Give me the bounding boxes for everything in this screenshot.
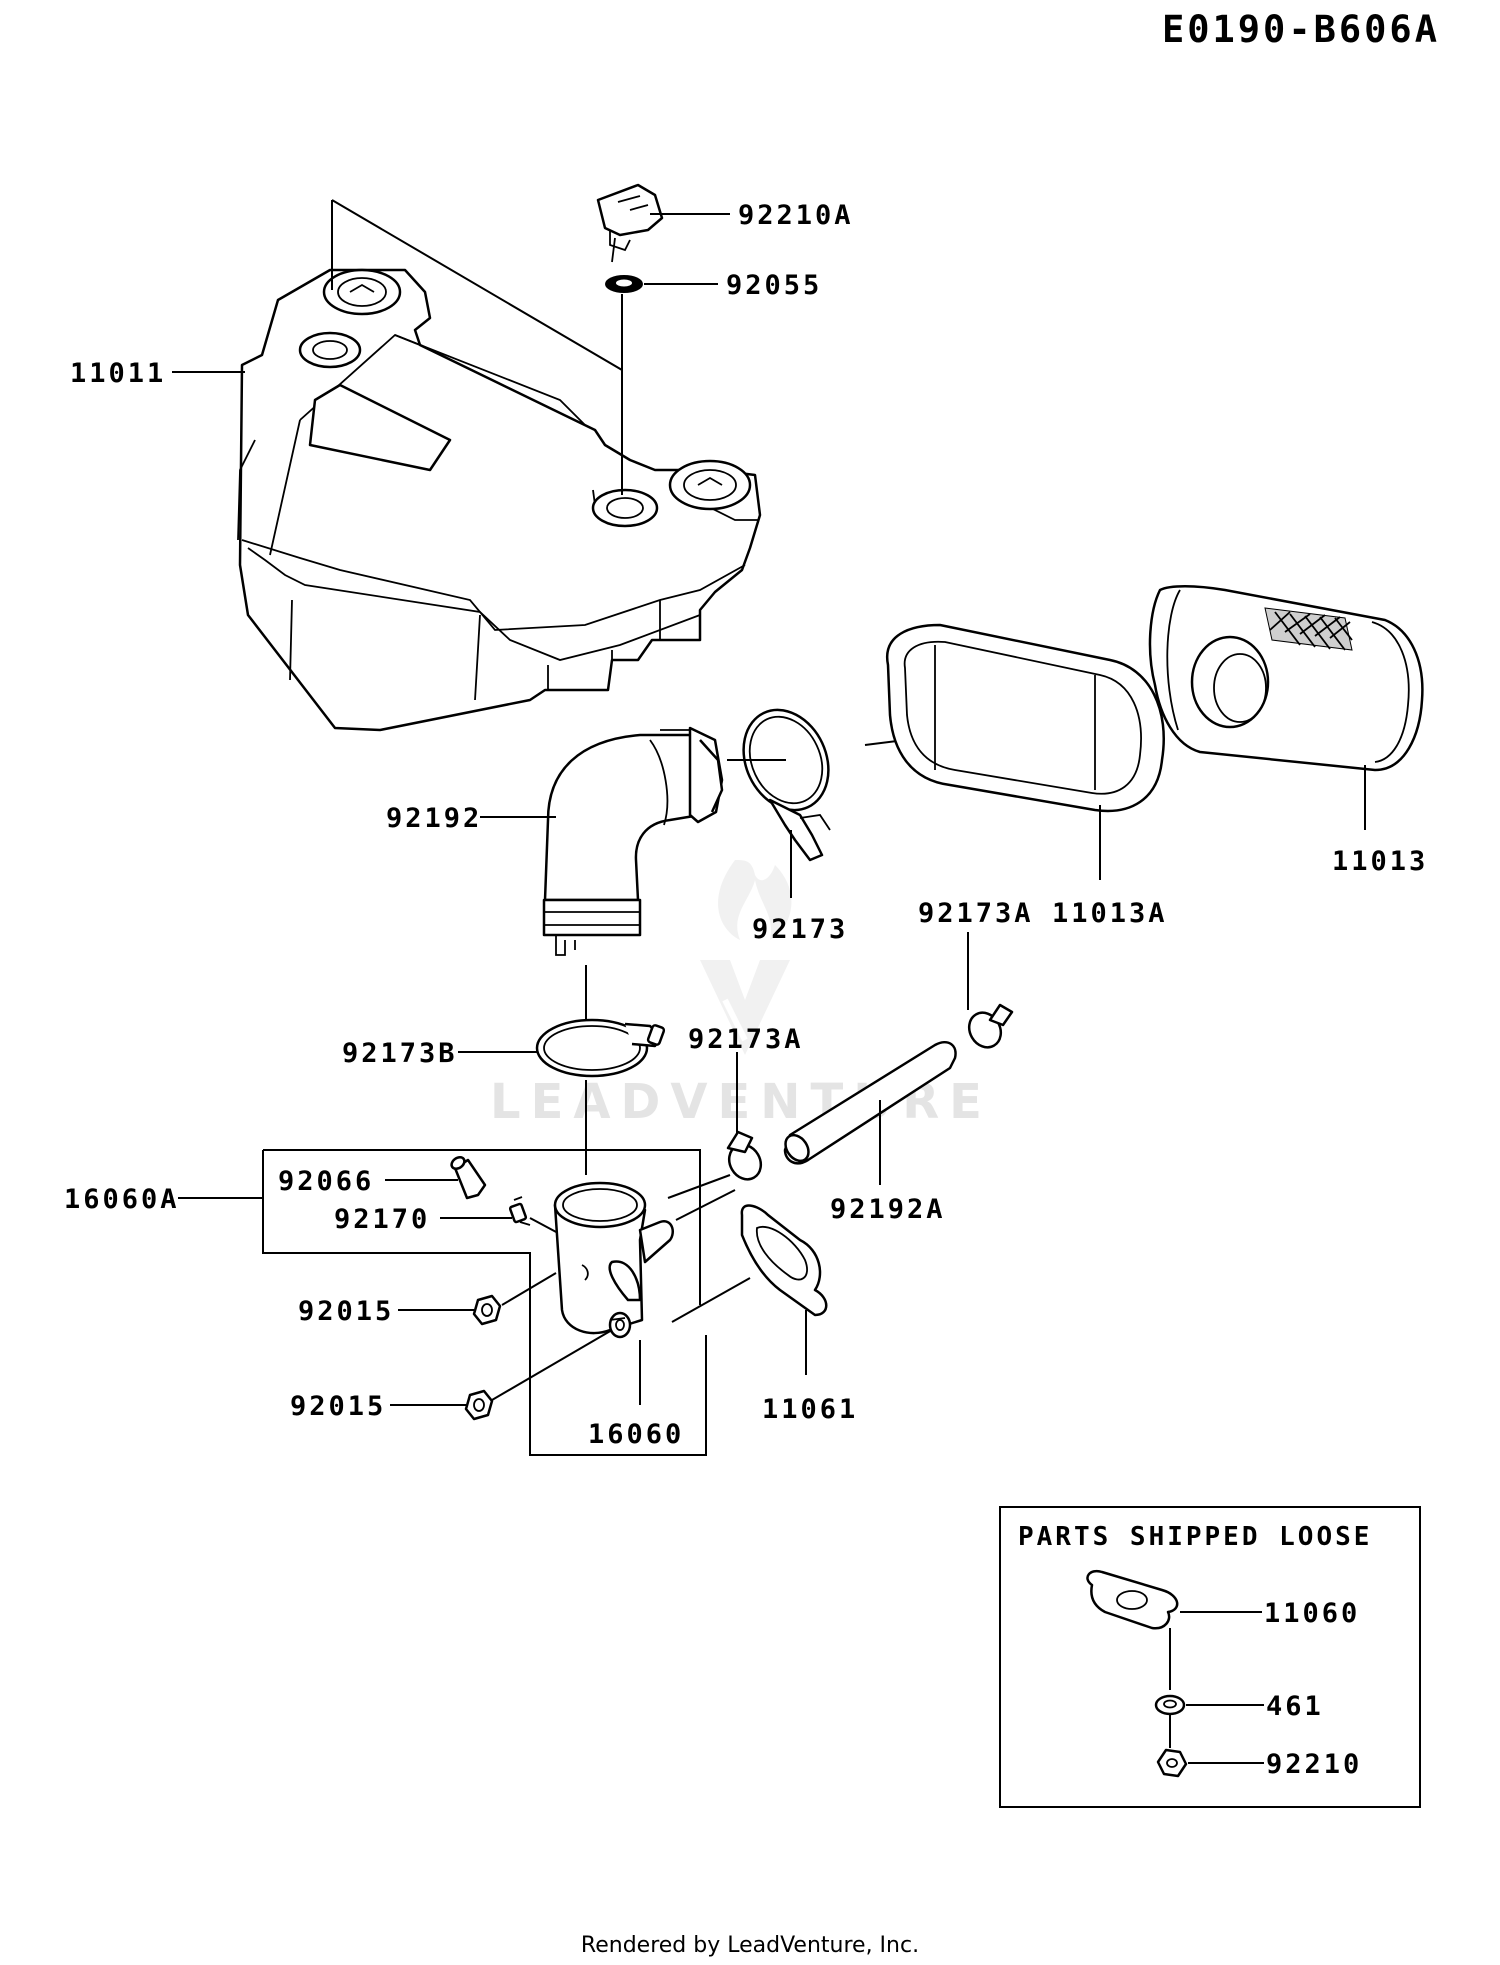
part-92015-nut-a[interactable] [472,1294,502,1326]
footer-credit: Rendered by LeadVenture, Inc. [581,1933,919,1958]
label-16060: 16060 [588,1419,684,1450]
part-461-washer[interactable] [1154,1694,1186,1716]
label-461: 461 [1266,1691,1324,1722]
label-92015-a: 92015 [298,1296,394,1327]
part-92173-clamp[interactable] [728,696,844,862]
label-92192: 92192 [386,803,482,834]
label-92170: 92170 [334,1204,430,1235]
leadventure-watermark-logo [700,860,792,1055]
part-11060-gasket[interactable] [1086,1569,1179,1630]
label-11060: 11060 [1264,1598,1360,1629]
parts-shipped-loose-box [999,1506,1421,1808]
part-92170-clip[interactable] [508,1196,531,1226]
label-16060a: 16060A [64,1184,180,1215]
part-92210a-knob[interactable] [596,183,664,263]
part-92173a-clamp-top[interactable] [963,1003,1014,1053]
label-92173: 92173 [752,914,848,945]
diagram-code: E0190-B606A [1162,8,1440,51]
label-11013: 11013 [1332,846,1428,877]
part-92192-elbow-hose[interactable] [542,726,724,956]
label-11013a: 11013A [1052,898,1168,929]
part-11011-housing[interactable] [237,268,762,732]
label-92055: 92055 [726,270,822,301]
part-16060-intake-joint[interactable] [553,1181,674,1339]
part-92066-cap[interactable] [449,1155,487,1200]
label-11011: 11011 [70,358,166,389]
part-92192a-hose[interactable] [781,1041,957,1165]
label-92173b: 92173B [342,1038,458,1069]
part-11061-gasket[interactable] [740,1204,828,1317]
part-92015-nut-b[interactable] [464,1389,494,1421]
label-92192a: 92192A [830,1194,946,1225]
part-11013-air-filter[interactable] [1148,585,1424,772]
label-92066: 92066 [278,1166,374,1197]
label-92210a: 92210A [738,200,854,231]
label-92015-b: 92015 [290,1391,386,1422]
part-11013a-precleaner[interactable] [885,623,1165,813]
label-92173a-top: 92173A [918,898,1034,929]
label-92173a-mid: 92173A [688,1024,804,1055]
label-11061: 11061 [762,1394,858,1425]
part-92173a-clamp-mid[interactable] [723,1130,767,1185]
part-92173b-clamp[interactable] [535,1018,666,1078]
part-92210-nut[interactable] [1156,1748,1188,1778]
parts-box-title: PARTS SHIPPED LOOSE [1018,1522,1372,1552]
label-92210: 92210 [1266,1749,1362,1780]
part-92055-washer[interactable] [605,275,643,293]
